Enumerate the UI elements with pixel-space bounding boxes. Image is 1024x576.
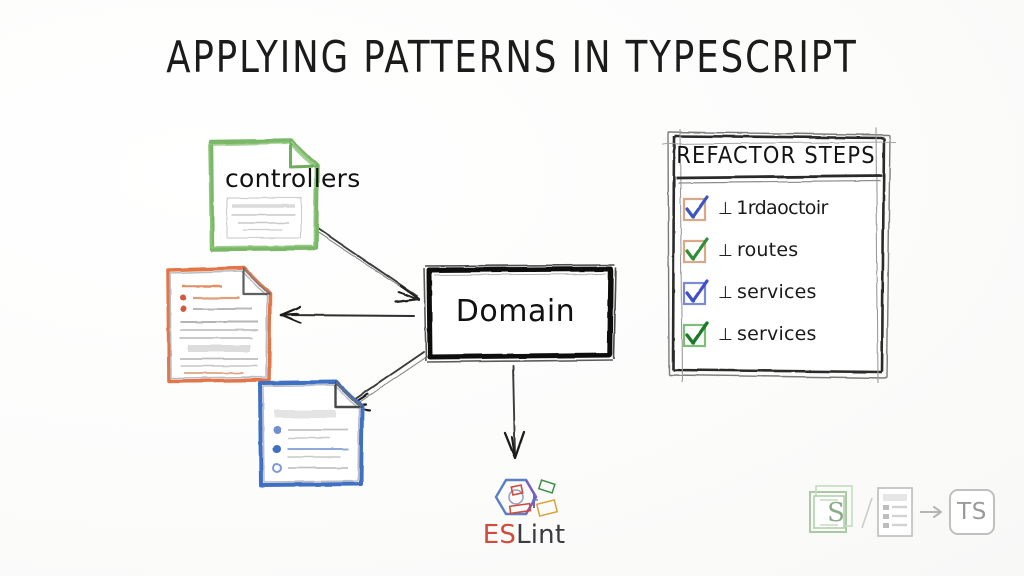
page-title: APPLYING PATTERNS IN TYPESCRIPT xyxy=(166,32,858,83)
document-controllers[interactable]: controllers xyxy=(205,136,360,252)
checklist-item-3[interactable]: ⊥services xyxy=(682,274,887,310)
checkbox-checked-icon-1[interactable] xyxy=(682,195,709,222)
eslint-suffix: Lint xyxy=(516,520,566,550)
checklist-item-1-tick: ⊥ xyxy=(718,199,733,219)
checklist-item-2[interactable]: ⊥routes xyxy=(682,232,887,268)
eslint-prefix: ES xyxy=(482,520,517,550)
eslint-node[interactable]: ESLint xyxy=(474,470,574,556)
eslint-wordmark: ESLint xyxy=(474,520,574,550)
refactor-steps-panel[interactable]: REFACTOR STEPS ⊥1rdaoctoir ⊥ xyxy=(660,126,897,384)
pipeline-arrow-icon xyxy=(920,506,942,518)
domain-node-label: Domain xyxy=(455,293,576,329)
document-controllers-label: controllers xyxy=(225,164,361,193)
checkbox-checked-icon-2[interactable] xyxy=(682,237,709,264)
separator-slash xyxy=(861,497,873,529)
checklist-item-3-tick: ⊥ xyxy=(718,283,734,303)
arrow-domain-to-eslint xyxy=(503,365,526,460)
document-orange[interactable] xyxy=(160,262,272,383)
eslint-logo-icon xyxy=(494,478,559,517)
footer-pipeline: S TS xyxy=(800,478,1000,548)
checklist-item-1-text: ⊥1rdaoctoir xyxy=(718,197,828,219)
checklist-item-4[interactable]: ⊥services xyxy=(682,316,887,352)
checklist-item-1[interactable]: ⊥1rdaoctoir xyxy=(682,190,887,226)
checklist-item-4-text: ⊥services xyxy=(718,323,817,345)
domain-node[interactable]: Domain xyxy=(418,262,617,363)
arrow-controllers-to-domain xyxy=(312,224,421,304)
checkbox-checked-icon-3[interactable] xyxy=(682,279,709,306)
ts-box-icon xyxy=(949,489,995,535)
source-icon xyxy=(809,485,853,533)
checklist-item-2-text: ⊥routes xyxy=(718,239,799,261)
refactor-steps-title: REFACTOR STEPS xyxy=(676,142,876,169)
checklist-item-2-tick: ⊥ xyxy=(718,241,734,261)
checklist-item-4-tick: ⊥ xyxy=(718,325,734,345)
source-icon-label: S xyxy=(827,498,845,528)
list-icon xyxy=(877,487,913,537)
document-blue[interactable] xyxy=(252,376,364,487)
ts-label: TS xyxy=(957,499,987,525)
checkbox-checked-icon-4[interactable] xyxy=(682,321,709,348)
checklist-item-3-text: ⊥services xyxy=(718,281,817,303)
arrow-domain-to-orange-doc xyxy=(279,305,415,325)
